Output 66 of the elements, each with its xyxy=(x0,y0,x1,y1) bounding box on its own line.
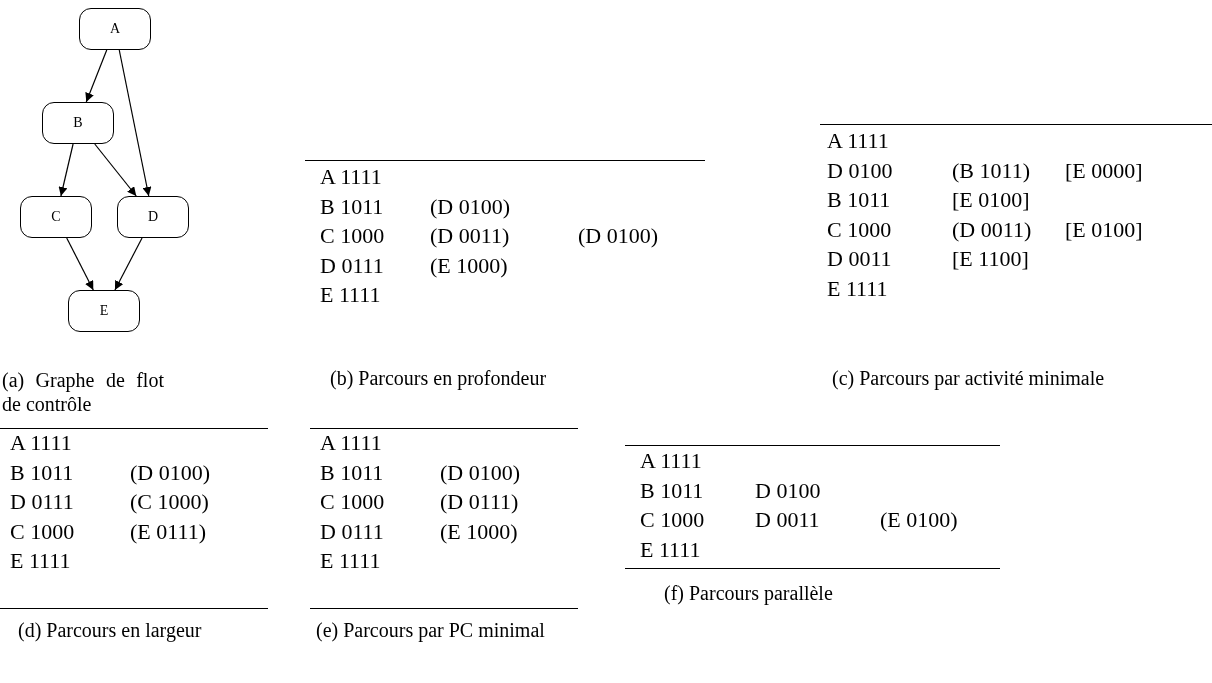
node-label: C xyxy=(51,209,61,225)
table-cell: E 1111 xyxy=(320,548,381,574)
arrow xyxy=(114,237,143,291)
table-cell: (D 0100) xyxy=(440,459,521,486)
graph-node xyxy=(68,290,140,332)
table-cell: D 0111 xyxy=(320,252,384,279)
table-cell: A 1111 xyxy=(320,430,382,456)
node-label: B xyxy=(73,115,83,131)
table-cell: [E 0000] xyxy=(1065,157,1143,184)
graph-node xyxy=(117,196,189,238)
table-cell: (C 1000) xyxy=(130,489,209,515)
table-cell: [E 0100] xyxy=(1065,216,1143,243)
arrow xyxy=(94,143,137,197)
table-cell: B 1011 xyxy=(640,477,704,504)
table-cell: C 1000 xyxy=(320,489,385,515)
table-cell: E 1111 xyxy=(10,548,71,574)
table-cell: D 0100 xyxy=(827,157,893,184)
table-cell: E 1111 xyxy=(827,275,888,302)
table-cell: D 0111 xyxy=(10,489,74,515)
table-cell: (E 0111) xyxy=(130,518,206,545)
figure-caption: (d) Parcours en largeur xyxy=(18,618,203,642)
table-cell: E 1111 xyxy=(640,536,701,563)
table-cell: [E 1100] xyxy=(952,246,1029,272)
arrow xyxy=(58,143,74,197)
table-cell: (B 1011) xyxy=(952,157,1030,184)
table-cell: (E 1000) xyxy=(430,252,508,279)
table-cell: A 1111 xyxy=(320,164,382,190)
arrow xyxy=(85,49,108,103)
table-cell: (D 0011) xyxy=(952,216,1032,243)
table-cell: B 1011 xyxy=(320,459,384,486)
table-cell: (D 0100) xyxy=(578,223,659,249)
table-cell: (D 0100) xyxy=(130,459,211,486)
table-cell: D 0011 xyxy=(755,507,820,533)
table-cell: B 1011 xyxy=(827,187,891,213)
table-cell: (D 0111) xyxy=(440,489,519,515)
table-cell: A 1111 xyxy=(10,430,72,456)
table-cell: C 1000 xyxy=(827,216,892,243)
figure-caption: (a) Graphe de flot de contrôle xyxy=(2,368,164,416)
table-cell: C 1000 xyxy=(10,518,75,545)
graph-node xyxy=(20,196,92,238)
figure-caption: (b) Parcours en profondeur xyxy=(330,366,548,390)
node-label: A xyxy=(109,21,121,37)
table-cell: D 0111 xyxy=(320,518,384,545)
table-cell: B 1011 xyxy=(10,459,74,486)
table-cell: (E 1000) xyxy=(440,518,518,545)
table-cell: E 1111 xyxy=(320,282,381,308)
graph-node xyxy=(42,102,114,144)
graph-node xyxy=(79,8,151,50)
table-cell: B 1011 xyxy=(320,193,384,220)
figure-caption: (c) Parcours par activité minimale xyxy=(832,366,1106,390)
table-cell: A 1111 xyxy=(640,448,702,474)
table-cell: A 1111 xyxy=(827,128,889,154)
figure-caption: (e) Parcours par PC minimal xyxy=(316,618,546,642)
table-cell: [E 0100] xyxy=(952,187,1030,213)
table-cell: (D 0100) xyxy=(430,193,511,220)
table-cell: D 0100 xyxy=(755,477,821,504)
node-label: D xyxy=(147,209,159,225)
arrow xyxy=(118,49,152,197)
figure-caption: (f) Parcours parallèle xyxy=(664,581,834,605)
table-cell: C 1000 xyxy=(640,507,705,533)
table-cell: D 0011 xyxy=(827,246,892,272)
table-cell: C 1000 xyxy=(320,223,385,249)
arrow xyxy=(66,237,94,291)
table-cell: (E 0100) xyxy=(880,507,958,533)
table-cell: (D 0011) xyxy=(430,223,510,249)
node-label: E xyxy=(99,303,109,319)
